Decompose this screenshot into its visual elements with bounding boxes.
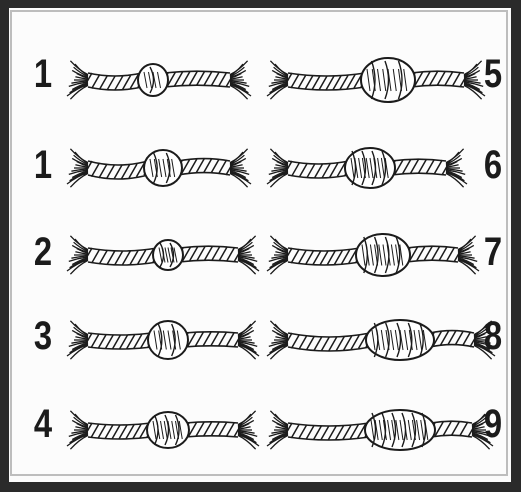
- knot-label-1a: 1: [29, 54, 57, 94]
- rope-knot-2: [68, 220, 258, 290]
- rope-knot-5: [268, 45, 484, 115]
- rope-knot-8: [268, 305, 494, 375]
- rope-knot-4: [68, 395, 258, 465]
- rope-knot-7: [268, 220, 478, 290]
- knot-label-2: 2: [29, 232, 57, 272]
- knot-label-4: 4: [29, 404, 57, 444]
- rope-knot-3: [68, 305, 258, 375]
- rope-knot-9: [268, 395, 492, 465]
- knot-label-3: 3: [29, 316, 57, 356]
- rope-knot-6: [268, 133, 466, 203]
- rope-knot-1b: [68, 133, 250, 203]
- rope-knot-1a: [68, 45, 250, 115]
- knot-label-6: 6: [479, 145, 507, 185]
- knot-label-1b: 1: [29, 145, 57, 185]
- knot-label-7: 7: [479, 232, 507, 272]
